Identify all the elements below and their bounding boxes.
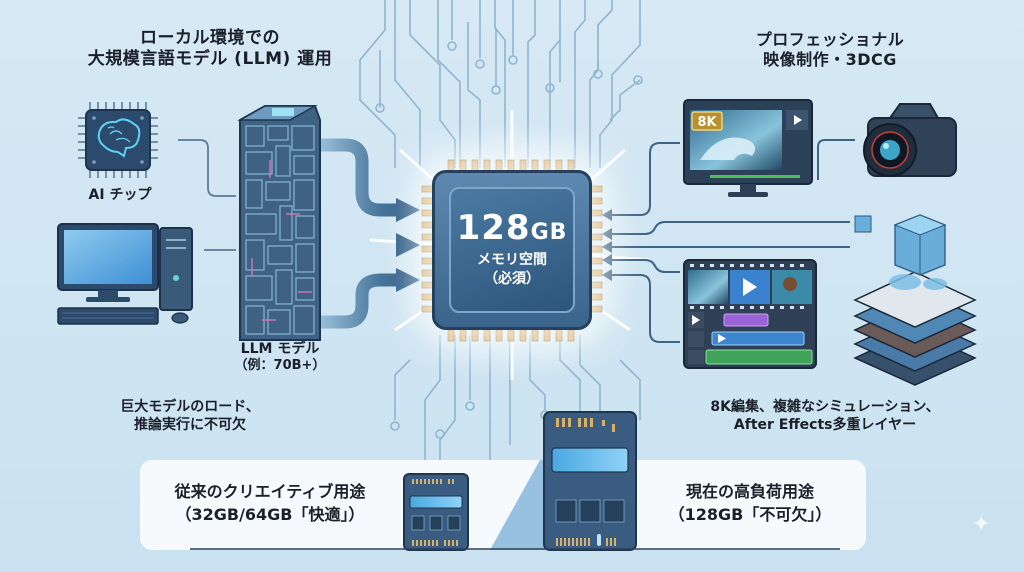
3dcg-layers-icon <box>853 214 977 386</box>
chip-line2: （必須） <box>484 271 540 287</box>
banner-right-text: 現在の高負荷用途 （128GB「不可欠」） <box>640 480 860 526</box>
llm-model-label: LLM モデル （例：70B+） <box>200 340 360 375</box>
left-section-title: ローカル環境での 大規模言語モデル (LLM) 運用 <box>60 28 360 71</box>
left-description-line2: 推論実行に不可欠 <box>134 417 246 434</box>
chip-line1: メモリ空間 <box>477 252 547 269</box>
video-timeline-icon <box>683 259 817 369</box>
left-description: 巨大モデルのロード、 推論実行に不可欠 <box>60 398 320 434</box>
memory-module-large-icon <box>543 411 637 551</box>
right-title-line1: プロフェッショナル <box>755 30 905 49</box>
left-title-line2: 大規模言語モデル (LLM) 運用 <box>87 49 333 70</box>
right-description-line2: After Effects多重レイヤー <box>733 417 917 434</box>
sparkle-icon: ✦ <box>972 512 991 537</box>
right-title-line2: 映像制作・3DCG <box>763 50 897 69</box>
chip-capacity-number: 128 <box>456 208 531 249</box>
right-description-line1: 8K編集、複雑なシミュレーション、 <box>710 399 940 415</box>
llm-model-label-line1: LLM モデル <box>240 341 320 357</box>
svg-text:8K: 8K <box>697 115 717 130</box>
banner-right-line2: （128GB「不可欠」） <box>668 505 832 525</box>
left-input-arrows-icon <box>318 138 398 329</box>
banner-left-line2: （32GB/64GB「快適」） <box>175 505 365 525</box>
left-description-line1: 巨大モデルのロード、 <box>120 399 260 415</box>
chip-capacity-unit: GB <box>530 220 568 246</box>
chip-pins-icon <box>421 159 603 342</box>
right-description: 8K編集、複雑なシミュレーション、 After Effects多重レイヤー <box>640 398 1010 434</box>
chip-subtitle: メモリ空間 （必須） <box>477 251 547 289</box>
llm-model-label-line2: （例：70B+） <box>234 358 326 374</box>
camera-icon <box>863 103 957 177</box>
memory-chip-128gb: 128GB メモリ空間 （必須） <box>432 170 592 330</box>
llm-model-stack-icon <box>237 105 321 341</box>
left-title-line1: ローカル環境での <box>140 28 280 48</box>
ai-chip-brain-icon <box>78 102 158 178</box>
memory-module-small-icon <box>403 473 469 551</box>
chip-capacity: 128GB <box>457 211 568 245</box>
right-section-title: プロフェッショナル 映像制作・3DCG <box>680 30 980 70</box>
banner-right-line1: 現在の高負荷用途 <box>685 482 814 501</box>
monitor-8k-icon: 8K <box>683 99 813 197</box>
ai-chip-label: AI チップ <box>88 187 152 203</box>
circuit-traces-icon <box>359 0 643 168</box>
banner-left-line1: 従来のクリエイティブ用途 <box>174 482 366 501</box>
memory-chip-face: 128GB メモリ空間 （必須） <box>449 187 575 313</box>
banner-left-text: 従来のクリエイティブ用途 （32GB/64GB「快適」） <box>140 480 400 526</box>
desktop-pc-icon <box>57 223 193 325</box>
